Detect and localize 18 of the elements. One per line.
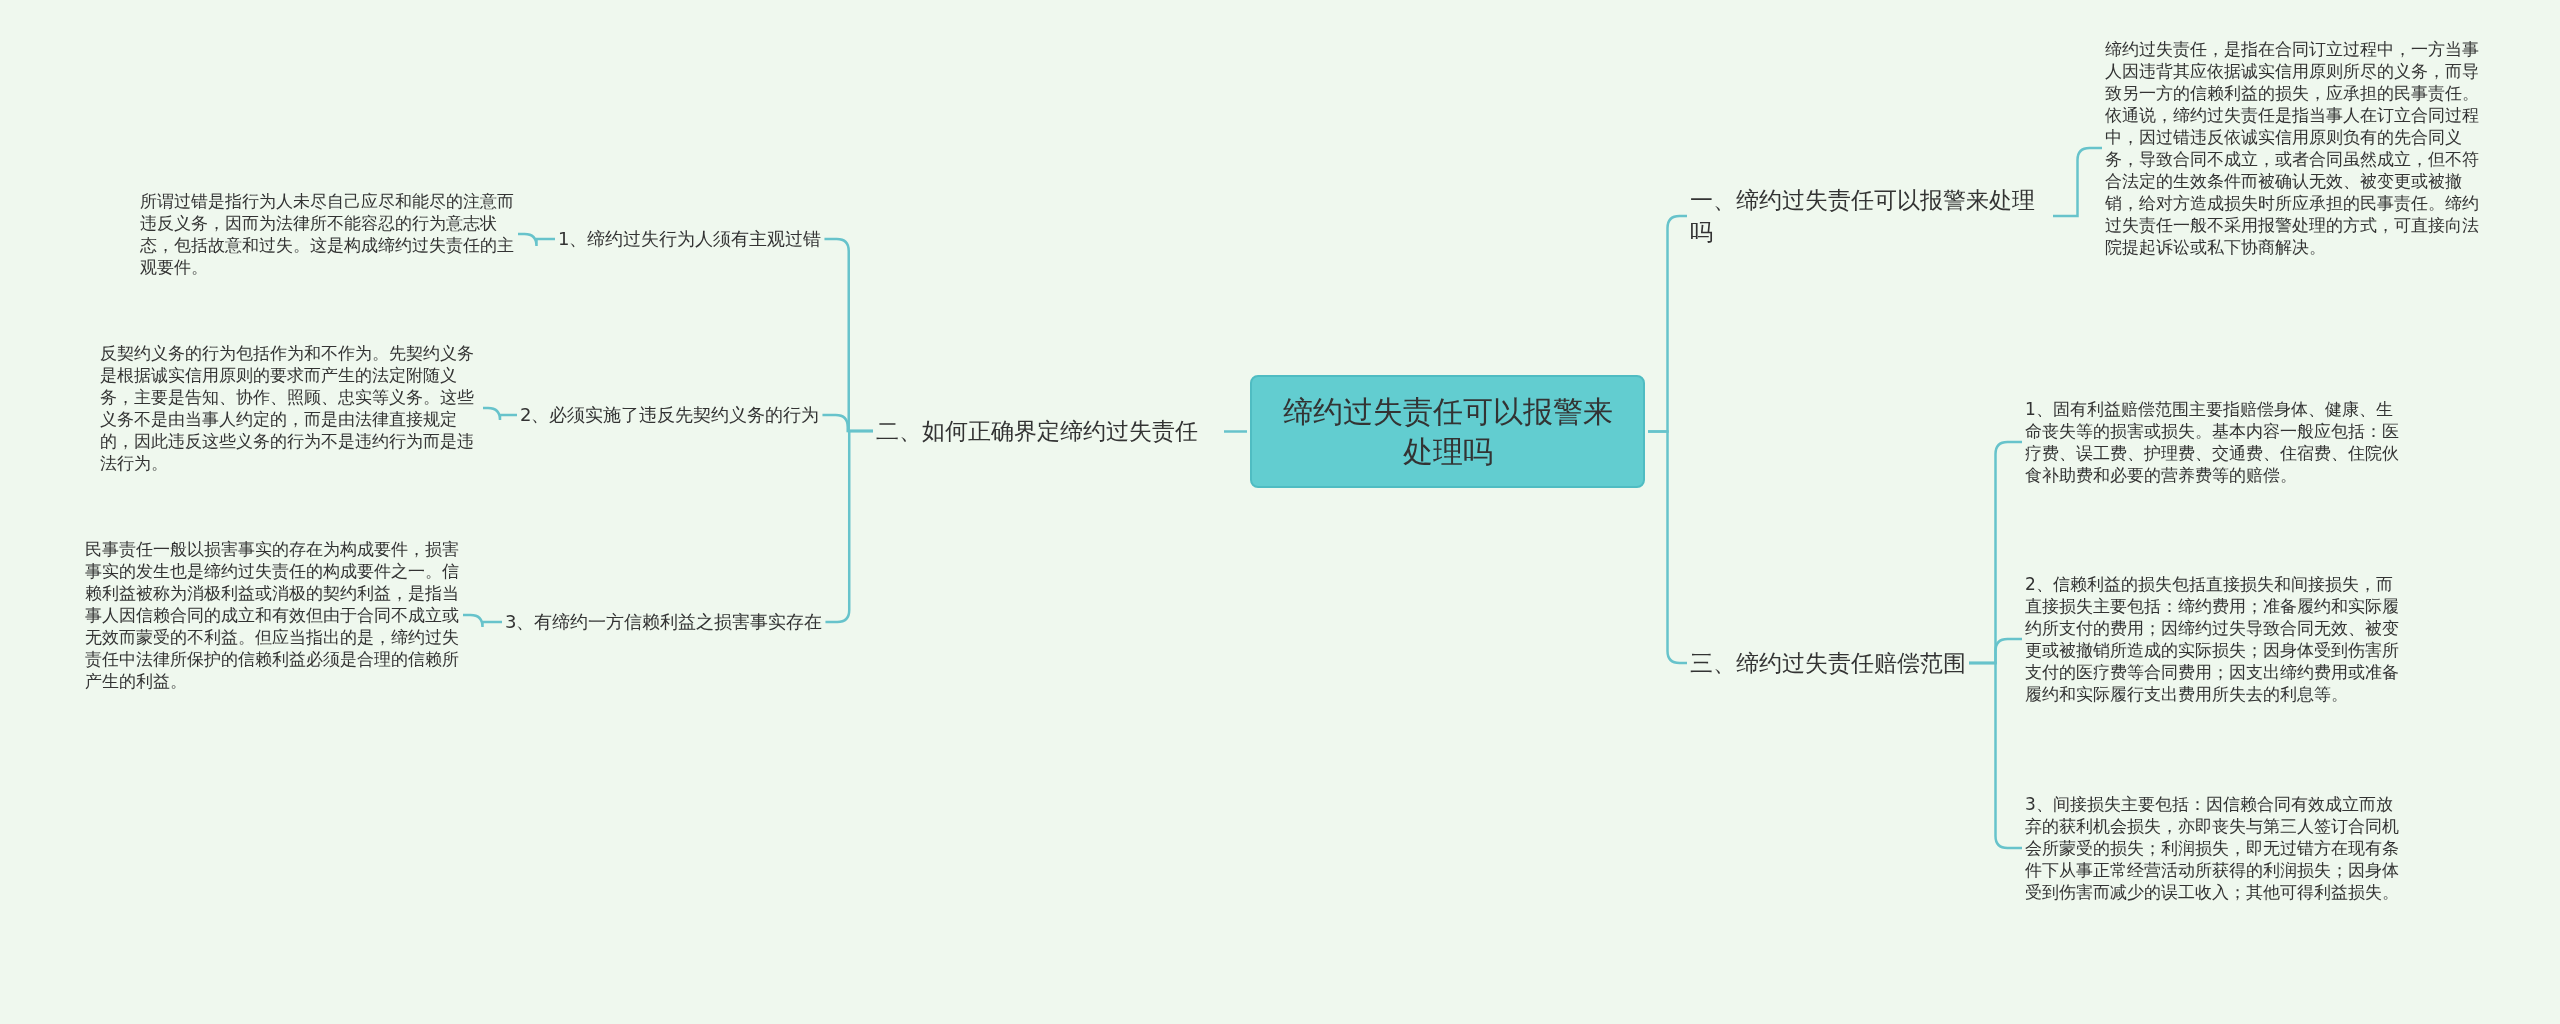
branch-topic: 三、缔约过失责任赔偿范围	[1690, 647, 1966, 679]
root-topic-box: 缔约过失责任可以报警来处理吗	[1250, 375, 1645, 488]
detail-text: 缔约过失责任，是指在合同订立过程中，一方当事人因违背其应依据诚实信用原则所尽的义务，而导致另一方的信赖利益的损失，应承担的民事责任。依通说，缔约过失责任是指当事人在订立合同过程中，因过错违反依诚实信用原则负有的先合同义务，导致合同不成立，或者合同虽然成立，但不符合法定的生效条件而被确认无效、被变更或被撤销，给对方造成损失时所应承担的民事责任。缔约过失责任一般不采用报警处理的方式，可直接向法院提起诉讼或私下协商解决。	[2105, 38, 2490, 258]
detail-text: 反契约义务的行为包括作为和不作为。先契约义务是根据诚实信用原则的要求而产生的法定附随义务，主要是告知、协作、照顾、忠实等义务。这些义务不是由当事人约定的，而是由法律直接规定的，因此违反这些义务的行为不是违约行为而是违法行为。	[100, 342, 480, 474]
detail-text: 2、信赖利益的损失包括直接损失和间接损失，而直接损失主要包括：缔约费用；准备履约和实际履约所支付的费用；因缔约过失导致合同无效、被变更或被撤销所造成的实际损失；因身体受到伤害所支付的医疗费等合同费用；因支出缔约费用或准备履约和实际履行支出费用所失去的利息等。	[2025, 573, 2400, 705]
branch-topic: 一、缔约过失责任可以报警来处理吗	[1690, 184, 2050, 248]
detail-text: 3、间接损失主要包括：因信赖合同有效成立而放弃的获利机会损失，亦即丧失与第三人签订合同机会所蒙受的损失；利润损失，即无过错方在现有条件下从事正常经营活动所获得的利润损失；因身体受到伤害而减少的误工收入；其他可得利益损失。	[2025, 793, 2400, 903]
connector-line	[463, 613, 502, 629]
subtopic: 3、有缔约一方信赖利益之损害事实存在	[505, 610, 823, 634]
connector-line	[1224, 430, 1247, 433]
branch-topic: 二、如何正确界定缔约过失责任	[876, 415, 1221, 447]
detail-text: 民事责任一般以损害事实的存在为构成要件，损害事实的发生也是缔约过失责任的构成要件之一。信赖利益被称为消极利益或消极的契约利益，是指当事人因信赖合同的成立和有效但由于合同不成立或无效而蒙受的不利益。但应当指出的是，缔约过失责任中法律所保护的信赖利益必须是合理的信赖所产生的利益。	[85, 538, 460, 692]
detail-text: 所谓过错是指行为人未尽自己应尽和能尽的注意而违反义务，因而为法律所不能容忍的行为意志状态，包括故意和过失。这是构成缔约过失责任的主观要件。	[140, 190, 515, 278]
connector-line	[483, 406, 517, 422]
connector-line	[518, 232, 555, 248]
subtopic: 1、缔约过失行为人须有主观过错	[558, 227, 822, 251]
subtopic: 2、必须实施了违反先契约义务的行为	[520, 403, 820, 427]
detail-text: 1、固有利益赔偿范围主要指赔偿身体、健康、生命丧失等的损害或损失。基本内容一般应包括：医疗费、误工费、护理费、交通费、住宿费、住院伙食补助费和必要的营养费等的赔偿。	[2025, 398, 2400, 486]
